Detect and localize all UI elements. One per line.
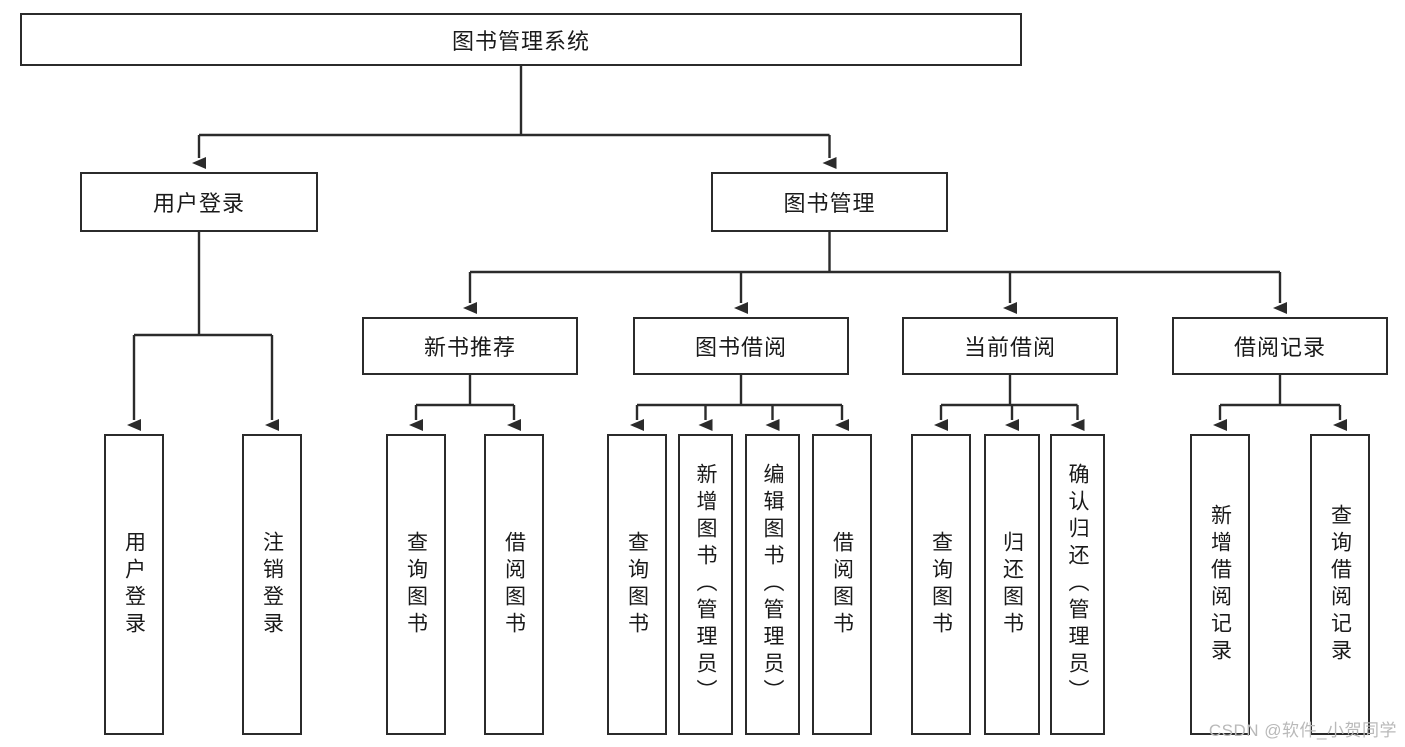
node-borrowrecord[interactable]: 借阅记录 bbox=[1172, 317, 1388, 375]
node-label: 新增借阅记录 bbox=[1208, 503, 1232, 666]
node-confirmreturn[interactable]: 确认归还（管理员） bbox=[1050, 434, 1105, 735]
node-label: 新书推荐 bbox=[423, 335, 516, 360]
node-querybook2[interactable]: 查询图书 bbox=[607, 434, 667, 735]
node-label: 查询图书 bbox=[404, 530, 428, 639]
node-userlogout[interactable]: 注销登录 bbox=[242, 434, 302, 735]
node-borrowbook2[interactable]: 借阅图书 bbox=[812, 434, 872, 735]
node-label: 图书管理系统 bbox=[451, 28, 590, 54]
node-label: 归还图书 bbox=[1000, 530, 1024, 639]
node-label: 查询图书 bbox=[929, 530, 953, 639]
node-label: 查询借阅记录 bbox=[1328, 503, 1352, 666]
node-label: 新增图书（管理员） bbox=[694, 463, 717, 706]
node-label: 借阅记录 bbox=[1233, 335, 1326, 360]
node-label: 确认归还（管理员） bbox=[1066, 463, 1089, 706]
node-root[interactable]: 图书管理系统 bbox=[20, 13, 1022, 66]
node-login[interactable]: 用户登录 bbox=[80, 172, 318, 232]
watermark: CSDN @软件_小贺同学 bbox=[1208, 721, 1397, 740]
node-borrowbook1[interactable]: 借阅图书 bbox=[484, 434, 544, 735]
node-label: 注销登录 bbox=[260, 530, 284, 639]
node-label: 图书借阅 bbox=[694, 335, 787, 360]
node-label: 查询图书 bbox=[625, 530, 649, 639]
node-currentborrow[interactable]: 当前借阅 bbox=[902, 317, 1118, 375]
node-newbook[interactable]: 新书推荐 bbox=[362, 317, 578, 375]
node-addbook[interactable]: 新增图书（管理员） bbox=[678, 434, 733, 735]
node-bookmgmt[interactable]: 图书管理 bbox=[711, 172, 948, 232]
node-label: 用户登录 bbox=[122, 530, 146, 639]
node-queryrecord[interactable]: 查询借阅记录 bbox=[1310, 434, 1370, 735]
node-label: 借阅图书 bbox=[830, 530, 854, 639]
node-label: 用户登录 bbox=[152, 191, 245, 216]
node-label: 借阅图书 bbox=[502, 530, 526, 639]
node-label: 图书管理 bbox=[783, 191, 876, 216]
node-userlogin[interactable]: 用户登录 bbox=[104, 434, 164, 735]
node-querybook3[interactable]: 查询图书 bbox=[911, 434, 971, 735]
node-returnbook[interactable]: 归还图书 bbox=[984, 434, 1040, 735]
node-borrowbook[interactable]: 图书借阅 bbox=[633, 317, 849, 375]
node-label: 编辑图书（管理员） bbox=[761, 463, 784, 706]
node-label: 当前借阅 bbox=[963, 335, 1056, 360]
node-editbook[interactable]: 编辑图书（管理员） bbox=[745, 434, 800, 735]
node-querybook1[interactable]: 查询图书 bbox=[386, 434, 446, 735]
node-addrecord[interactable]: 新增借阅记录 bbox=[1190, 434, 1250, 735]
